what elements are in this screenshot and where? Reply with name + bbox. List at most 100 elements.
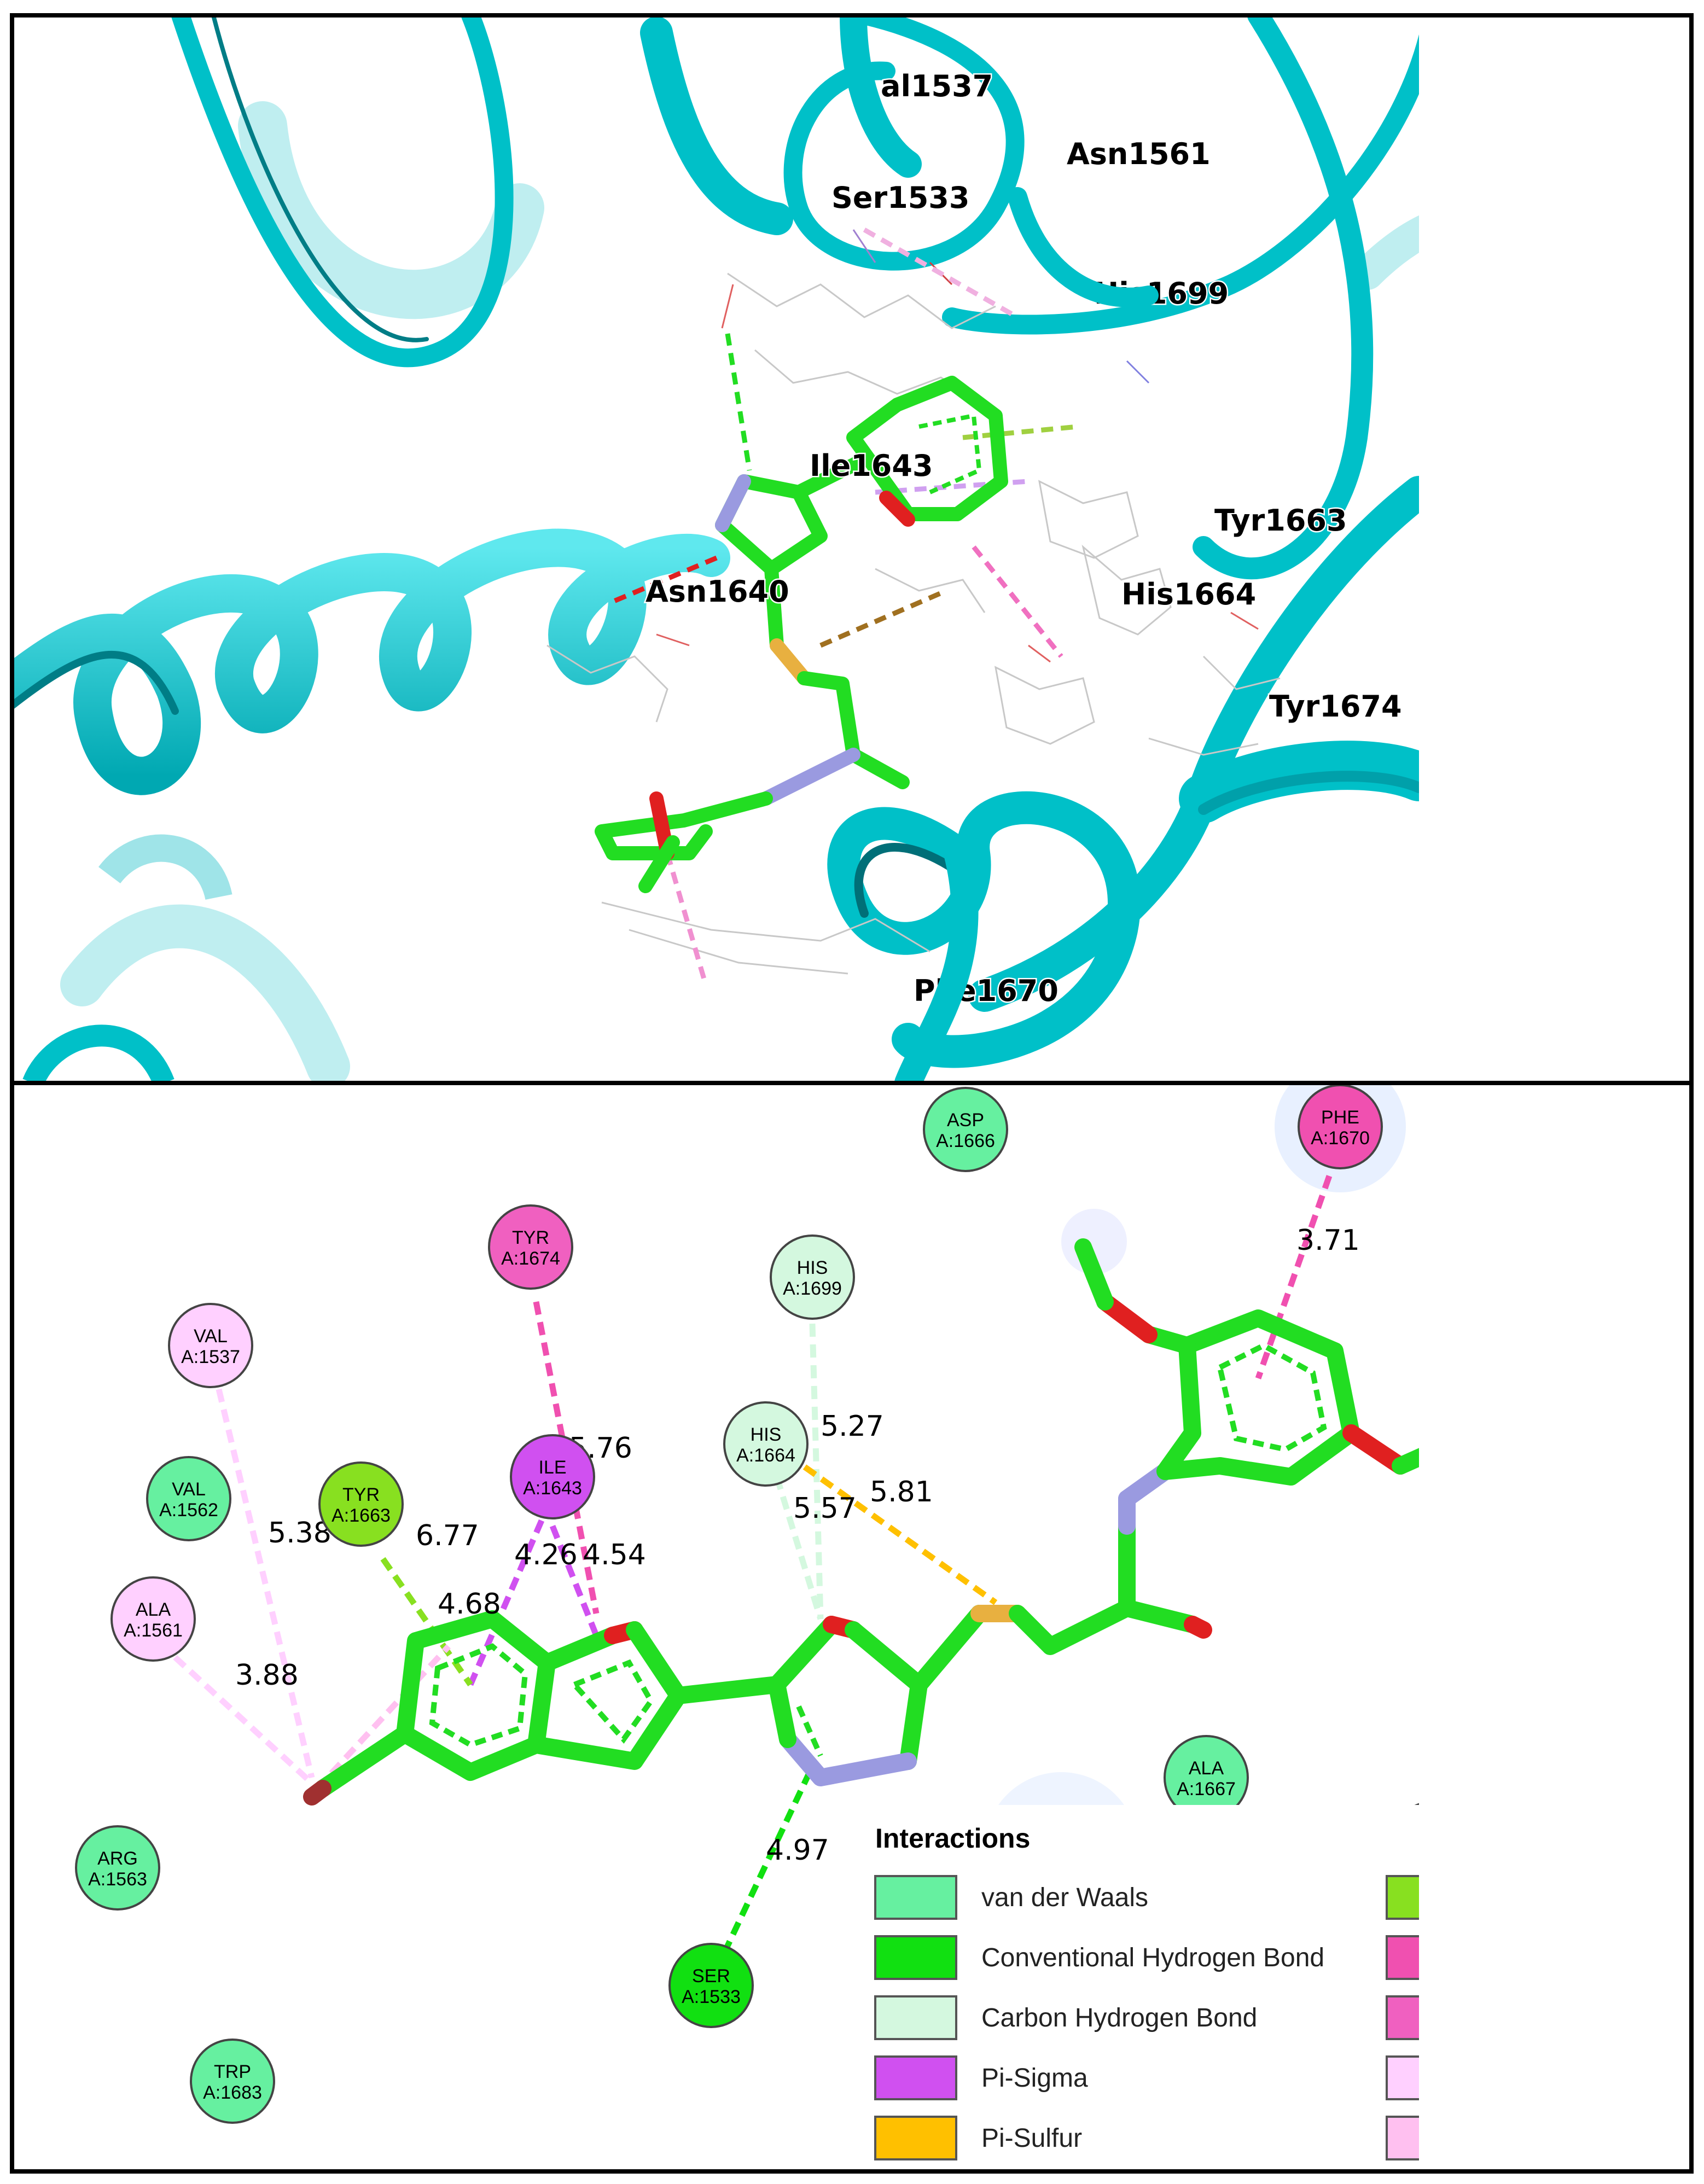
legend-item: Pi-Alkyl	[1386, 2116, 1580, 2160]
distance-label: 6.77	[416, 1519, 479, 1552]
legend-item: van der Waals	[874, 1875, 1148, 1920]
label-val1537: al1537	[881, 69, 993, 103]
residue-number: A:1683	[203, 2082, 262, 2103]
distance-label: 4.97	[766, 1834, 829, 1867]
legend-item: Pi-Pi Stacked	[1386, 1935, 1650, 1980]
legend-label: van der Waals	[981, 1883, 1148, 1912]
residue-name: TYR	[512, 1227, 549, 1248]
legend-label: Pi-Alkyl	[1493, 2124, 1580, 2153]
residue-name: VAL	[172, 1479, 206, 1500]
label-asn1640: Asn1640	[645, 574, 789, 609]
residue-circle	[1657, 1424, 1704, 1507]
residue-name: PHE	[1321, 1107, 1359, 1128]
residue-his1699: HIS A:1699	[770, 1234, 855, 1320]
residue-nodes: ASP A:1666 PHE A:1670 TYR A:1637 TYR A:1…	[75, 1085, 1704, 2124]
legend-swatch	[874, 1995, 957, 2040]
residue-number: A:1563	[88, 1869, 147, 1890]
legend-item: Alkyl	[1386, 2055, 1548, 2100]
legend-title: Interactions	[875, 1823, 1030, 1854]
legend-swatch	[874, 1935, 957, 1980]
distance-label: 3.71	[1296, 1224, 1360, 1257]
distance-labels: 3.71 5.27 5.81 5.57 5.76 5.38 6.77 4.26 …	[235, 1224, 1360, 1867]
top-interaction-lines	[612, 228, 1078, 986]
residue-name: HIS	[751, 1424, 782, 1445]
legend-swatch	[1386, 1995, 1419, 2040]
residue-number: A:1670	[1311, 1128, 1370, 1149]
left-helix	[12, 528, 730, 795]
legend-label: Conventional Hydrogen Bond	[981, 1943, 1324, 1972]
label-ser1533: Ser1533	[831, 180, 969, 215]
residue-name: SER	[692, 1966, 730, 1987]
legend-label: Alkyl	[1493, 2064, 1548, 2093]
residue-ile1643: ILE A:1643	[510, 1434, 595, 1519]
ligand-3d	[595, 376, 1008, 893]
residue-circle	[168, 1303, 253, 1388]
residue-partial-right: A A:1	[1657, 1424, 1704, 1507]
label-ile1643: Ile1643	[810, 449, 933, 483]
residue-name: ASP	[947, 1110, 984, 1131]
label-asn1561: Asn1561	[1067, 137, 1211, 171]
residue-number: A:1561	[124, 1620, 183, 1641]
legend-item: Pi-Sulfur	[874, 2116, 1082, 2160]
residue-ala1561: ALA A:1561	[111, 1576, 196, 1662]
residue-number: A:1643	[523, 1478, 582, 1499]
residue-number: A:1667	[1177, 1779, 1236, 1799]
legend-swatch	[874, 2055, 957, 2100]
right-strands	[942, 15, 1419, 1012]
residue-ser1533: SER A:1533	[668, 1943, 754, 2028]
legend-swatch	[1386, 1935, 1419, 1980]
legend-item: Pi-Pi T-shaped	[1386, 1995, 1665, 2040]
residue-circle	[770, 1234, 855, 1320]
distance-label: 5.38	[268, 1517, 332, 1550]
legend-item: Conventional Hydrogen Bond	[874, 1935, 1324, 1980]
bottom-panel-2d-map: 3.71 5.27 5.81 5.57 5.76 5.38 6.77 4.26 …	[12, 1085, 1704, 2174]
top-panel-3d-view: al1537 Asn1561 Ser1533 His1699 Ile1643 T…	[12, 15, 1419, 1083]
residue-number: A:1674	[501, 1248, 560, 1269]
residue-name: ILE	[538, 1457, 566, 1478]
legend-label: Pi-Pi T-shaped	[1493, 2004, 1665, 2032]
halo-methyl	[1061, 1209, 1127, 1274]
top-left-loop	[171, 15, 514, 368]
residue-number: A:1	[1662, 1467, 1690, 1488]
top-residue-labels: al1537 Asn1561 Ser1533 His1699 Ile1643 T…	[644, 68, 1404, 1010]
residue-number: A:1664	[736, 1445, 795, 1466]
residue-name: A	[1671, 1446, 1683, 1467]
foreground-ribbons	[840, 15, 1159, 1083]
residue-number: A:1537	[181, 1347, 240, 1367]
residue-val1537: VAL A:1537	[168, 1303, 253, 1388]
label-tyr1674: Tyr1674	[1269, 689, 1402, 724]
residue-circle	[190, 2039, 275, 2124]
residue-circle	[75, 1825, 160, 1911]
label-his1664: His1664	[1121, 577, 1256, 611]
residue-name: GLU	[1414, 1810, 1452, 1831]
residue-circle	[1512, 1184, 1595, 1267]
legend-label: Pi-Lone Pair	[1493, 1883, 1637, 1912]
residue-circle	[510, 1434, 595, 1519]
residue-phe1670: PHE A:1670	[1298, 1085, 1383, 1169]
residue-number: A:1637	[1524, 1226, 1583, 1247]
residue-tyr1637: TYR A:1637	[1512, 1184, 1595, 1267]
legend-item: Pi-Sigma	[874, 2055, 1088, 2100]
legend: Interactions van der Waals Conventional …	[853, 1805, 1665, 2174]
residue-circle	[1298, 1085, 1383, 1169]
residue-val1562: VAL A:1562	[146, 1456, 231, 1541]
legend-label: Carbon Hydrogen Bond	[981, 2004, 1257, 2032]
legend-swatch	[874, 1875, 957, 1920]
label-tyr1663: Tyr1663	[1214, 503, 1347, 538]
residue-name: TYR	[1535, 1205, 1572, 1226]
ligand-2d	[303, 1238, 1419, 1806]
legend-label: Pi-Sulfur	[981, 2124, 1082, 2153]
lower-helix	[827, 791, 1141, 1068]
residue-name: ARG	[97, 1848, 138, 1869]
legend-swatch	[1386, 2116, 1419, 2160]
legend-label: Pi-Pi Stacked	[1493, 1943, 1650, 1972]
residue-circle	[923, 1087, 1008, 1172]
residue-number: A:1699	[783, 1278, 842, 1299]
residue-arg1563: ARG A:1563	[75, 1825, 160, 1911]
residue-number: A:1666	[936, 1131, 995, 1151]
residue-circle	[723, 1401, 809, 1487]
residue-name: TYR	[342, 1484, 380, 1505]
bottom-panel-frame	[10, 1081, 1694, 2174]
distance-label: 3.88	[235, 1659, 299, 1692]
legend-swatch	[1386, 2055, 1419, 2100]
